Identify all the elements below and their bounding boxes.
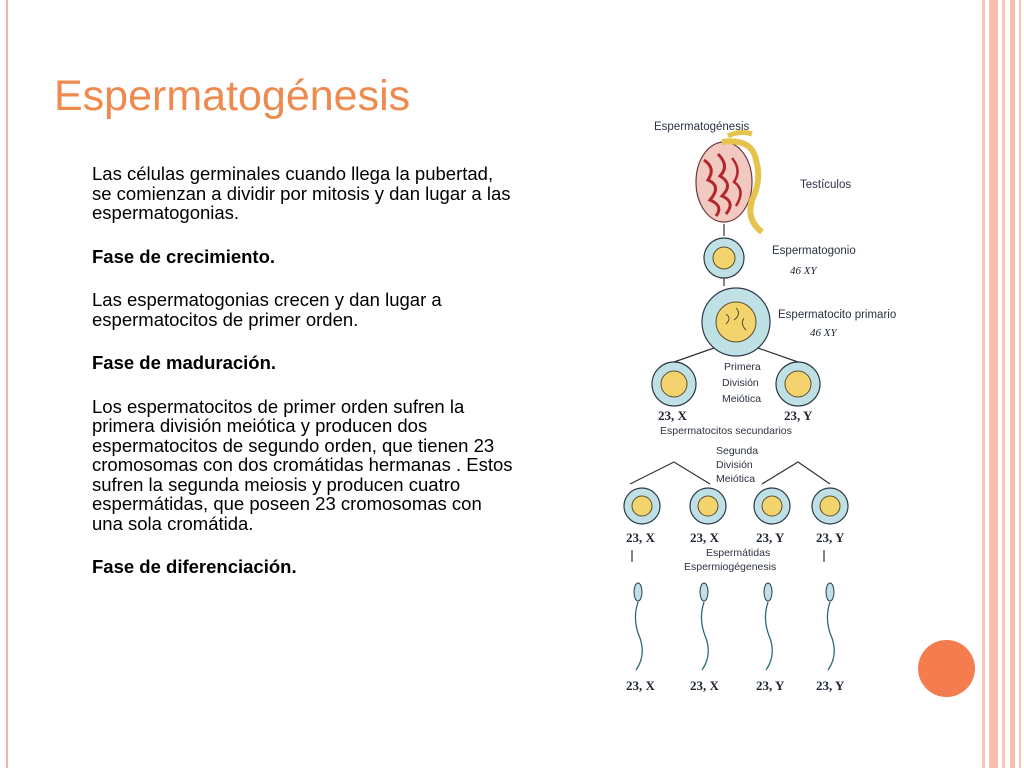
spermatogonium-cell — [703, 237, 745, 279]
primary-spermatocyte-karyotype: 46 XY — [810, 327, 838, 339]
secondary-right-karyotype: 23, Y — [784, 408, 813, 423]
primary-spermatocyte-label: Espermatocito primario — [778, 309, 896, 321]
secondary-label: Espermatocitos secundarios — [660, 425, 792, 437]
sperm-karyotype-3: 23, Y — [756, 678, 785, 693]
paragraph-growth: Las espermatogonias crecen y dan lugar a… — [92, 289, 442, 330]
second-division-line-2: División — [716, 459, 753, 471]
sperm-cell-1 — [633, 582, 643, 671]
sperm-karyotype-4: 23, Y — [816, 678, 845, 693]
spermatogenesis-diagram-svg: Espermatogénesis Testículos Espermatogon… — [623, 121, 896, 693]
spermiogenesis-label: Espermiogégenesis — [684, 561, 776, 573]
testis-label: Testículos — [800, 179, 851, 191]
slide-title: Espermatogénesis — [54, 72, 411, 120]
heading-growth-phase: Fase de crecimiento. — [92, 245, 276, 267]
spermatid-label: Espermátidas — [706, 547, 770, 559]
spermatogonium-karyotype: 46 XY — [790, 265, 818, 277]
sperm-karyotype-2: 23, X — [690, 678, 720, 693]
spermatid-karyotype-3: 23, Y — [756, 530, 785, 545]
sperm-cell-4 — [825, 582, 835, 671]
heading-maturation-phase: Fase de maduración. — [92, 352, 277, 373]
spermatid-karyotype-1: 23, X — [626, 530, 656, 545]
spermatid-karyotype-2: 23, X — [690, 530, 720, 545]
diagram-title: Espermatogénesis — [654, 121, 749, 133]
spermatogenesis-diagram: Espermatogénesis Testículos Espermatogon… — [612, 110, 912, 700]
heading-differentiation-phase: Fase de diferenciación. — [92, 556, 297, 577]
secondary-spermatocyte-right — [775, 361, 821, 407]
secondary-left-karyotype: 23, X — [658, 408, 688, 423]
slide-body: Las células germinales cuando llega la p… — [92, 164, 517, 601]
spermatid-cell-3 — [753, 487, 791, 525]
first-division-line-3: Meiótica — [722, 393, 761, 405]
left-border-decoration — [0, 0, 14, 768]
spermatid-karyotype-4: 23, Y — [816, 530, 845, 545]
second-division-line-1: Segunda — [716, 445, 758, 457]
paragraph-intro: Las células germinales cuando llega la p… — [92, 163, 511, 223]
sperm-cell-2 — [699, 582, 709, 671]
second-division-line-3: Meiótica — [716, 473, 755, 485]
secondary-spermatocyte-left — [651, 361, 697, 407]
sperm-cell-3 — [763, 582, 773, 671]
primary-spermatocyte-cell — [701, 287, 771, 357]
right-border-decoration — [982, 0, 1024, 768]
sperm-karyotype-1: 23, X — [626, 678, 656, 693]
spermatid-cell-1 — [623, 487, 661, 525]
spermatogonium-label: Espermatogonio — [772, 245, 856, 257]
spermatid-cell-2 — [689, 487, 727, 525]
first-division-line-2: División — [722, 377, 759, 389]
testis-illustration — [695, 129, 764, 235]
spermatid-cell-4 — [811, 487, 849, 525]
accent-circle — [918, 640, 975, 697]
paragraph-maturation: Los espermatocitos de primer orden sufre… — [92, 395, 513, 534]
first-division-line-1: Primera — [724, 361, 761, 373]
